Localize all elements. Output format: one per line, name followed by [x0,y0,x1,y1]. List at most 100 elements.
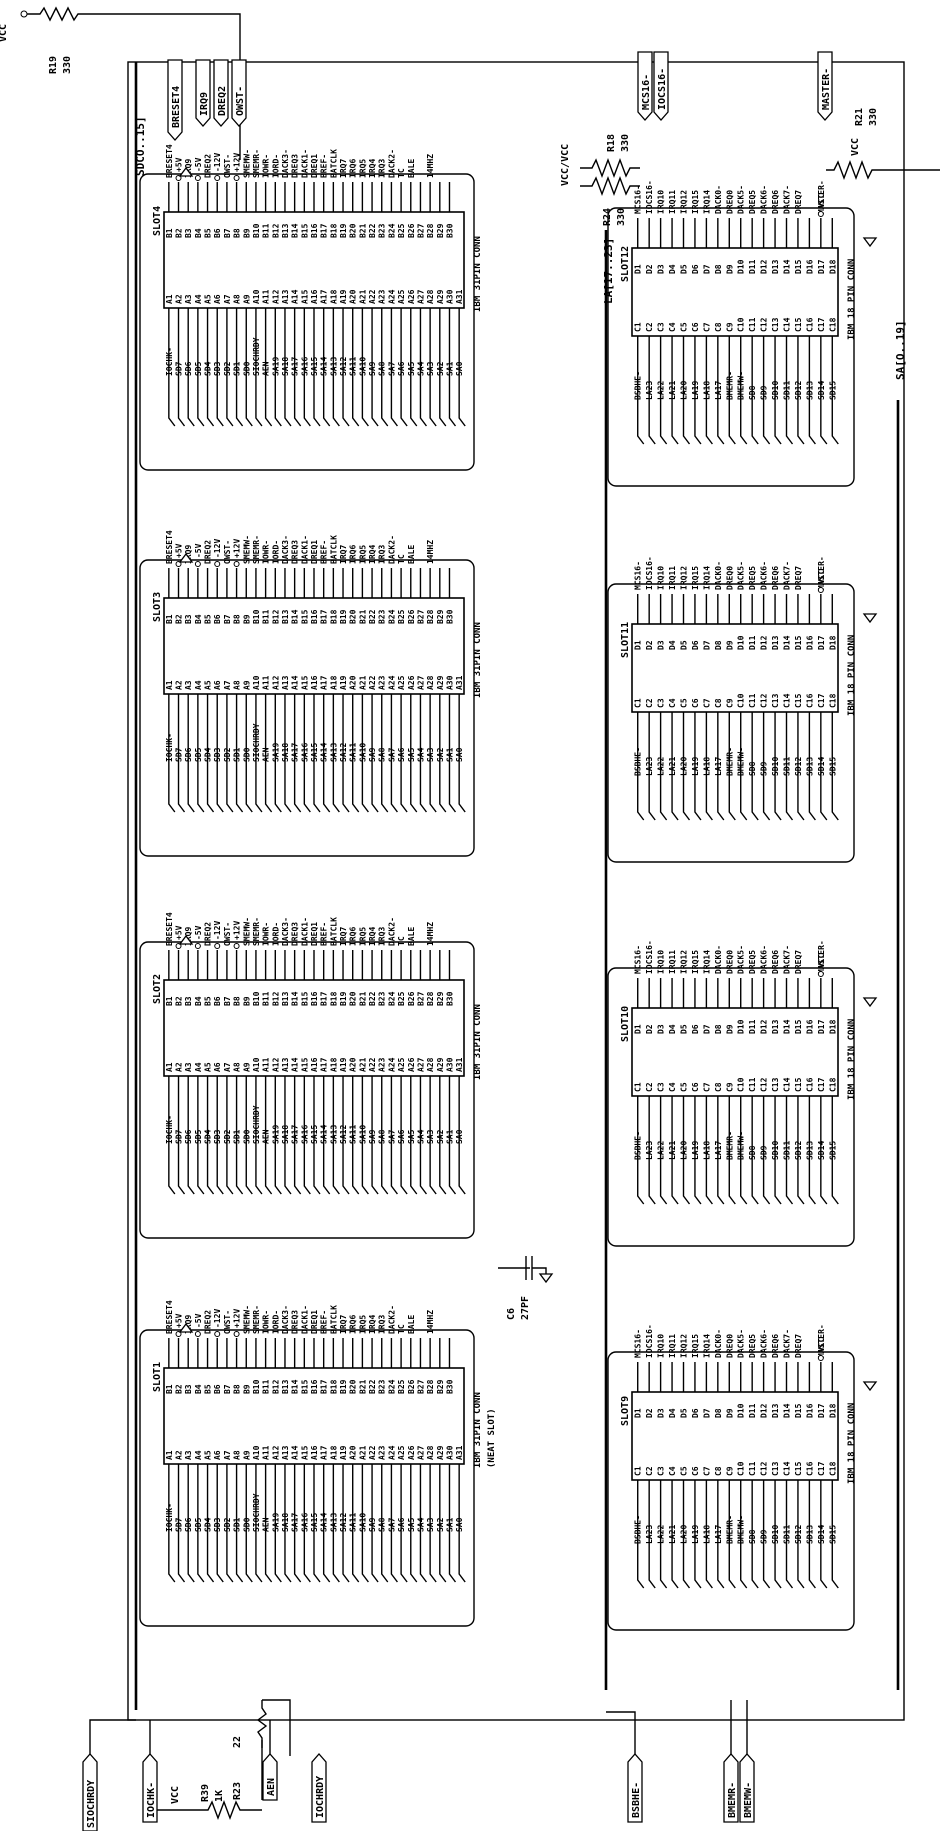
pin-b-number: B20 [349,223,358,238]
pin-a-signal: IOCHK- [165,1503,174,1532]
flag-master[interactable]: MASTER- [817,51,833,121]
r19-name: R19 [48,56,59,74]
pin-a-wire [274,1464,282,1583]
pin-b-signal: IOWR- [262,922,271,946]
pin-b-signal: DACK1- [300,917,309,946]
pin-b-signal: IRQ9 [184,159,193,178]
pin-c-wire [774,1480,782,1589]
pin-d-signal: IRQ14 [702,566,711,590]
pin-d-signal: IRQ12 [680,1334,689,1358]
pin-c-wire [694,1096,702,1205]
pin-a-number: A23 [378,1057,387,1072]
flag-dreq2[interactable]: DREQ2 [213,59,229,127]
flag-iocs16[interactable]: IOCS16- [653,51,669,121]
pin-a-wire [226,308,234,427]
pin-c-signal: SD8 [748,761,757,776]
pin-a-number: A23 [378,1445,387,1460]
power-terminal [233,943,240,949]
ground-icon [178,1322,194,1333]
pin-a-number: A25 [397,1445,406,1460]
pin-b-number: B21 [358,1379,367,1394]
pin-b-number: B7 [223,228,232,238]
slot-name: SLOT2 [152,974,163,1004]
power-label: +5V [175,543,184,558]
pin-a-signal: SA13 [329,1125,338,1144]
pin-b-number: B9 [242,996,251,1006]
pin-a-number: A3 [184,1062,193,1072]
pin-a-number: A31 [455,675,464,690]
pin-a-number: A17 [320,1057,329,1072]
pin-c-wire [717,1480,725,1589]
svg-text:AEN: AEN [266,1778,277,1796]
flag-iochrdy[interactable]: IOCHRDY [311,1753,327,1823]
pin-a-wire [400,694,408,813]
pin-c-signal: SD10 [771,1141,780,1160]
pin-a-wire [168,1464,176,1583]
flag-bsbhe[interactable]: BSBHE- [627,1753,643,1823]
pin-a-number: A14 [291,1057,300,1072]
pin-b-number: B26 [407,223,416,238]
pin-a-wire [187,1464,195,1583]
pin-c-number: C2 [645,698,654,708]
pin-a-number: A16 [310,675,319,690]
pin-b-signal: IRQ5 [358,545,367,564]
pin-d-signal: IRQ11 [668,950,677,974]
pin-d-number: D10 [737,1019,746,1034]
pin-a-wire [255,308,263,427]
pin-a-wire [284,1464,292,1583]
pin-c-wire [705,336,713,445]
slot-frame [607,967,855,1247]
pin-d-signal: IRQ10 [657,566,666,590]
pin-c-wire [659,1096,668,1205]
power-terminal [194,175,201,181]
flag-mcs16[interactable]: MCS16- [637,51,653,121]
flag-bmemr[interactable]: BMEMR- [723,1753,739,1823]
pin-d-number: D14 [783,259,792,274]
power-terminal [194,943,201,949]
flag-siochrdy[interactable]: SIOCHRDY [82,1753,98,1831]
slot-name: SLOT10 [620,1006,631,1042]
flag-iochk[interactable]: IOCHK- [142,1753,158,1823]
pin-a-number: A21 [358,1057,367,1072]
svg-text:IRQ9: IRQ9 [199,92,210,116]
flag-aen[interactable]: AEN [262,1753,278,1801]
pin-d-number: D7 [702,1408,711,1418]
pin-a-number: A12 [271,1445,280,1460]
pin-b-number: B27 [416,609,425,624]
pin-a-wire [458,1464,466,1583]
pin-b-signal: IORD- [271,540,280,564]
flag-owst[interactable]: OWST- [231,59,247,127]
pin-a-number: A2 [175,1062,184,1072]
pin-b-signal: DREQ1 [310,540,319,564]
pin-a-wire [332,308,340,427]
pin-a-signal: SA2 [436,747,445,762]
pin-a-signal: AEN [262,1129,271,1144]
pin-c-number: C3 [657,1082,666,1092]
pin-a-wire [381,1076,389,1195]
pin-b-signal: IRQ7 [339,927,348,946]
pin-a-number: A15 [300,675,309,690]
pin-b-signal: IOWR- [262,540,271,564]
pin-a-wire [264,1076,273,1195]
pin-c-signal: LA22 [657,1525,666,1544]
pin-a-signal: SA9 [368,361,377,376]
pin-b-number: B17 [320,1379,329,1394]
flag-irq9[interactable]: IRQ9 [195,59,211,127]
pin-a-signal: SA15 [310,357,319,376]
pin-d-number: D7 [702,264,711,274]
pin-a-number: A5 [204,680,213,690]
pin-c-wire [637,1096,645,1205]
pin-b-signal: BALE [407,159,416,178]
pin-b-number: B12 [271,609,280,624]
pin-d-number: D11 [748,1019,757,1034]
flag-bmemw[interactable]: BMEMW- [739,1753,755,1823]
pin-c-number: C9 [725,1082,734,1092]
flag-breset4[interactable]: BRESET4 [167,59,183,141]
pin-a-number: A10 [252,1445,261,1460]
pin-b-signal: 14MHZ [426,922,435,946]
r18-name: R18 [606,134,617,152]
pin-a-number: A6 [213,680,222,690]
pin-a-wire [293,1076,302,1195]
pin-a-number: A29 [436,289,445,304]
